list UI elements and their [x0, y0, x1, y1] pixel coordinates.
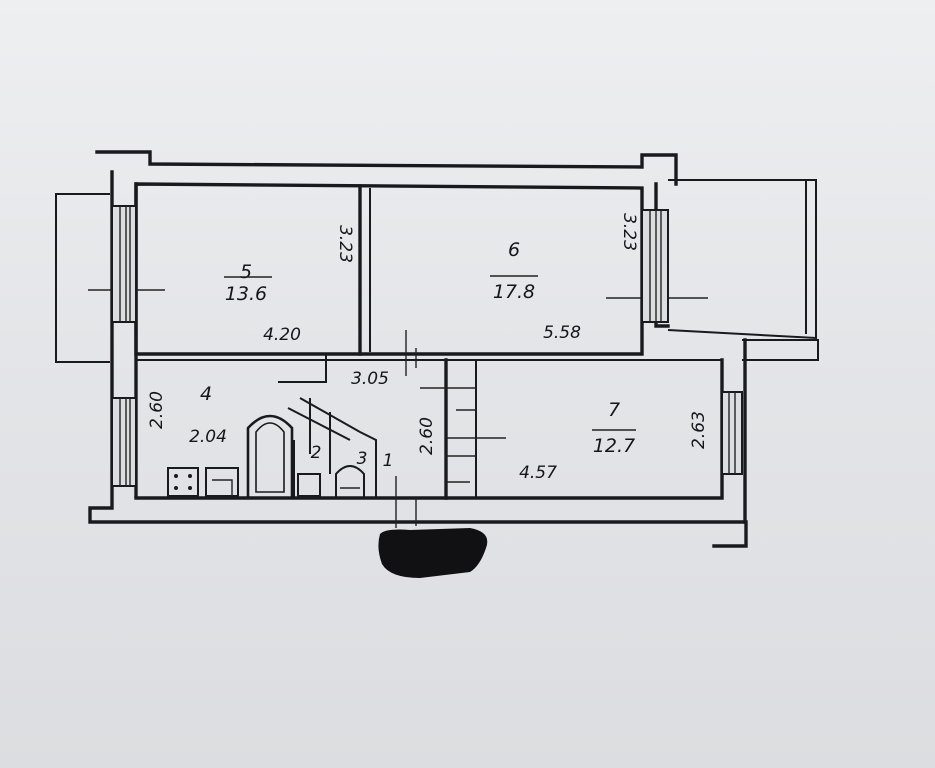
bathtub-icon: [246, 414, 294, 500]
room-4-number: 4: [200, 383, 212, 405]
room-7-depth-dimension: 2.63: [689, 411, 709, 449]
window-right-upper: [641, 209, 669, 323]
redaction-mark: [378, 528, 488, 578]
corridor-width-dimension: 3.05: [351, 369, 389, 389]
room-4-depth-dimension: 2.60: [147, 391, 167, 429]
window-left-upper: [111, 205, 137, 323]
room-7-area: 12.7: [593, 435, 635, 457]
balcony-right: [606, 179, 819, 361]
room-7: 7 12.7 4.57 2.63: [519, 399, 709, 483]
toilet-icon: [335, 465, 365, 498]
room-6-width-dimension: 5.58: [543, 323, 581, 343]
room-3-number: 3: [357, 449, 368, 469]
room-4: 2.60 4 2.04: [147, 383, 227, 447]
window-right-lower: [721, 391, 743, 475]
room-6-depth-dimension: 3.23: [619, 213, 639, 251]
sink-icon: [205, 467, 239, 497]
room-5-number: 5: [240, 261, 252, 283]
stove-icon: [167, 467, 199, 497]
room-6: 6 17.8 5.58 3.23: [490, 213, 639, 343]
room-7-number: 7: [608, 399, 620, 421]
room-5-area: 13.6: [225, 283, 267, 305]
room-4-area: 2.04: [189, 427, 227, 447]
washbasin-icon: [297, 473, 321, 497]
room-5-width-dimension: 4.20: [263, 325, 301, 345]
room-5: 5 13.6 3.23 4.20: [224, 225, 355, 345]
bathroom-diagonal-wall-inner: [287, 407, 351, 441]
room-2-number: 2: [311, 443, 322, 463]
windows: [111, 205, 743, 487]
doors: [395, 330, 506, 528]
room-6-number: 6: [508, 239, 520, 261]
fixtures: [167, 397, 377, 500]
room-7-width-dimension: 4.57: [519, 463, 557, 483]
window-left-lower: [111, 397, 137, 487]
room-5-depth-dimension: 3.23: [335, 225, 355, 263]
bathroom-walls: [293, 398, 331, 498]
corridor-depth-dimension: 2.60: [417, 417, 437, 455]
room-6-area: 17.8: [493, 281, 535, 303]
corridor: 3.05 2.60 1: [351, 369, 437, 471]
room-1-number: 1: [383, 451, 394, 471]
